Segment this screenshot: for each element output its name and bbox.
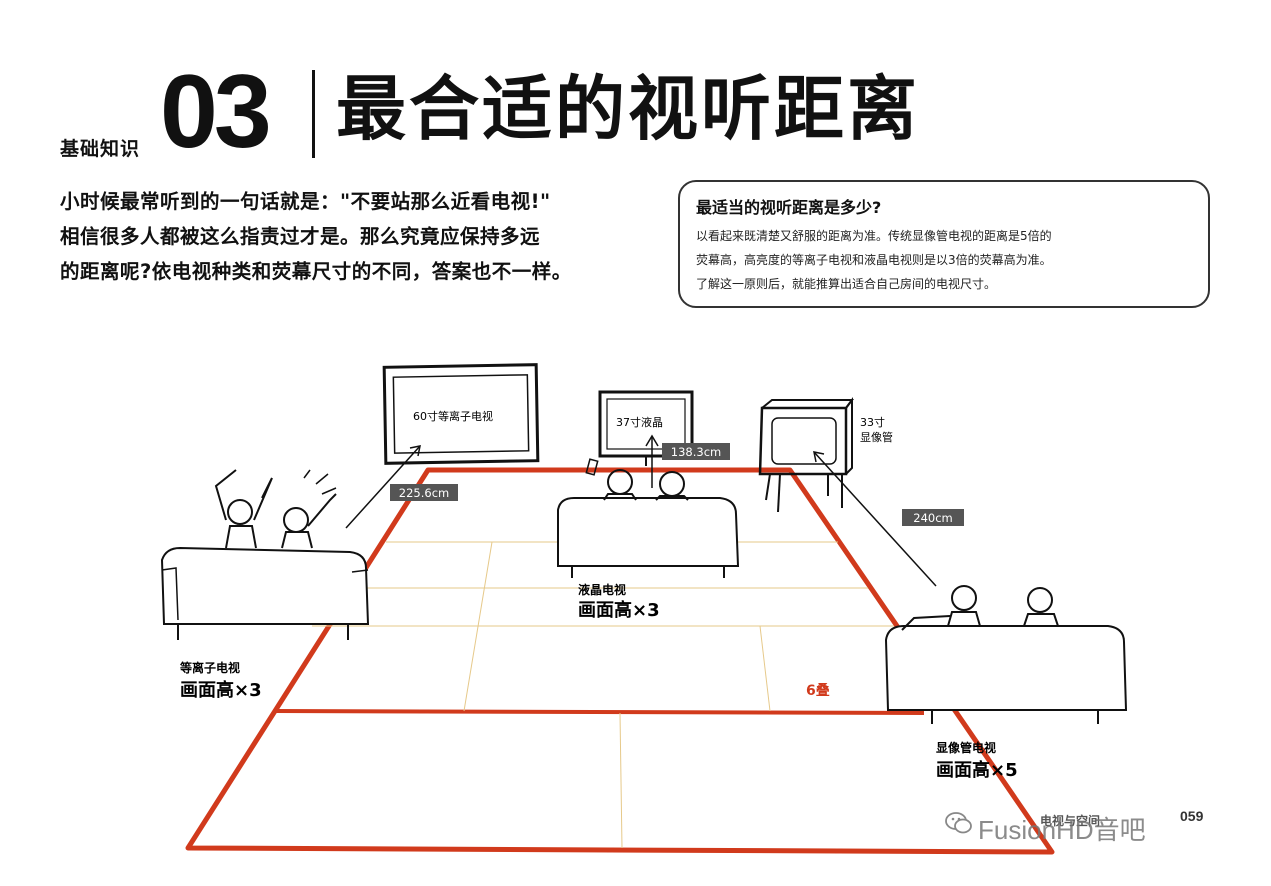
crt-tv-label: 显像管	[860, 430, 893, 444]
wechat-icon	[945, 812, 972, 834]
viewer-arms	[307, 493, 337, 527]
crt-tv-screen	[771, 417, 837, 465]
plasma-caption-big: 画面高×3	[180, 679, 262, 701]
sofa-left-body	[160, 546, 370, 625]
crt-caption-big: 画面高×5	[936, 759, 1018, 781]
viewer-legs	[901, 615, 951, 631]
sofa-left	[160, 469, 370, 640]
arrow-head	[645, 434, 659, 447]
plasma-tv-screen	[392, 374, 530, 454]
floor-outline	[185, 467, 1055, 855]
viewer-arms	[214, 469, 273, 521]
distance-tag-lcd: 138.3cm	[662, 443, 730, 460]
tatami-line	[463, 541, 493, 712]
intro-line: 的距离呢?依电视种类和荧幕尺寸的不同，答案也不一样。	[60, 260, 572, 283]
arrow-head	[409, 445, 421, 457]
viewer-head	[283, 507, 309, 533]
viewer-body	[603, 493, 689, 501]
sofa-middle	[557, 458, 740, 578]
distance-tag-text: 225.6cm	[399, 486, 449, 500]
info-box-title: 最适当的视听距离是多少?	[696, 198, 882, 217]
distance-tag-crt: 240cm	[902, 509, 964, 526]
floor	[185, 467, 1055, 855]
sofa-middle-body	[557, 497, 740, 567]
plasma-caption-small: 等离子电视	[179, 660, 240, 675]
tatami-line	[759, 625, 771, 712]
title-divider	[312, 70, 315, 158]
section-label: 基础知识	[60, 138, 141, 160]
plasma-tv-frame	[382, 363, 540, 465]
excitement-marks	[303, 469, 337, 495]
lcd-caption-big: 画面高×3	[578, 599, 660, 621]
lcd-tv-label: 37寸液晶	[616, 415, 663, 429]
info-box-line: 荧幕高，高亮度的等离子电视和液晶电视则是以3倍的荧幕高为准。	[696, 253, 1052, 267]
remote-control	[585, 458, 599, 476]
viewer-head	[227, 499, 253, 525]
watermark: FusionHD音吧	[978, 815, 1146, 845]
intro-line: 相信很多人都被这么指责过才是。那么究竟应保持多远	[60, 225, 541, 248]
viewer-head	[951, 585, 977, 611]
crt-tv-side	[845, 397, 853, 475]
page-number: 059	[1180, 808, 1204, 824]
crt-tv-leg	[765, 473, 771, 501]
page-title: 最合适的视听距离	[336, 67, 920, 150]
info-box-line: 了解这一原则后，就能推算出适合自己房间的电视尺寸。	[696, 277, 997, 291]
tatami-line	[619, 712, 623, 849]
arrow-head	[813, 451, 825, 463]
sofa-right	[884, 585, 1128, 724]
plasma-tv-label: 60寸等离子电视	[413, 409, 493, 423]
info-box: 最适当的视听距离是多少? 以看起来既清楚又舒服的距离为准。传统显像管电视的距离是…	[678, 180, 1210, 308]
sofa-left-arm	[161, 567, 179, 621]
lcd-caption-small: 液晶电视	[578, 582, 626, 597]
sofa-left-arm	[351, 569, 369, 573]
distance-tag-plasma: 225.6cm	[390, 484, 458, 501]
info-box-line: 以看起来既清楚又舒服的距离为准。传统显像管电视的距离是5倍的	[696, 229, 1052, 243]
distance-tag-text: 138.3cm	[671, 445, 721, 459]
crt-caption-small: 显像管电视	[936, 740, 996, 755]
floor-size-label: 6叠	[806, 682, 830, 699]
distance-tag-bg	[662, 443, 730, 460]
viewer-body	[947, 611, 1059, 627]
crt-tv-leg	[777, 473, 781, 513]
viewer-head	[659, 471, 685, 497]
distance-tag-bg	[902, 509, 964, 526]
lcd-tv: 37寸液晶	[598, 390, 694, 466]
plasma-distance-line	[345, 445, 421, 529]
crt-distance-line	[813, 451, 937, 587]
crt-tv: 33寸 显像管	[758, 397, 893, 513]
intro-paragraph: 小时候最常听到的一句话就是："不要站那么近看电视!" 相信很多人都被这么指责过才…	[60, 184, 660, 289]
distance-arrows	[345, 434, 937, 587]
floor-divider-main	[274, 709, 925, 715]
sofa-right-body	[884, 625, 1128, 711]
viewer-head	[607, 469, 633, 495]
footer-section-label: 电视与空间	[1040, 814, 1101, 828]
intro-line: 小时候最常听到的一句话就是："不要站那么近看电视!"	[60, 190, 551, 213]
distance-tag-bg	[390, 484, 458, 501]
plasma-tv: 60寸等离子电视	[382, 363, 540, 465]
viewer-body	[225, 525, 313, 549]
chapter-number: 03	[160, 54, 272, 170]
viewer-head	[1027, 587, 1053, 613]
lcd-tv-screen	[606, 398, 686, 450]
distance-tag-text: 240cm	[913, 511, 952, 525]
crt-tv-label: 33寸	[860, 415, 885, 429]
